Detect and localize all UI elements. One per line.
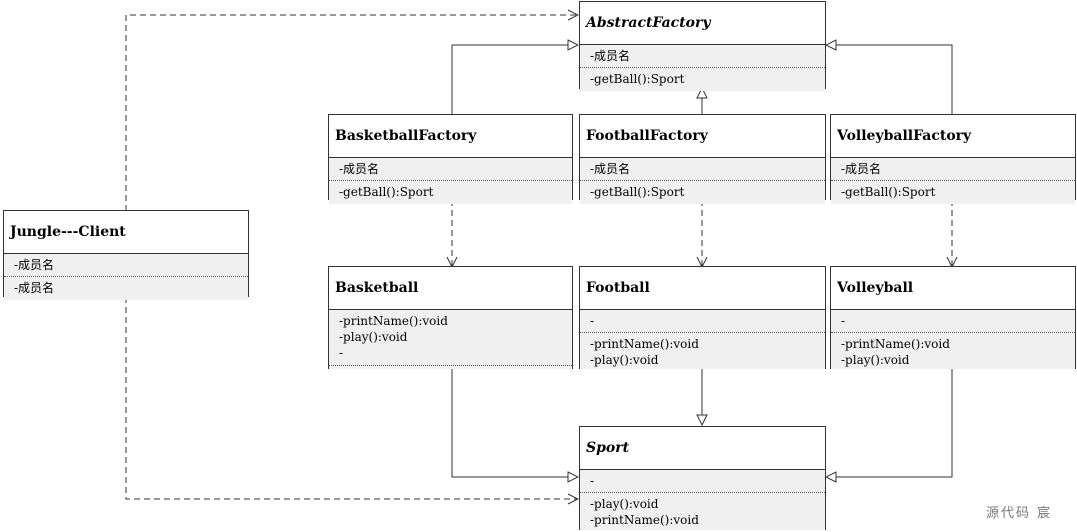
methods-section: -printName():void -play():void xyxy=(580,332,825,372)
class-footballfactory[interactable]: FootballFactory -成员名 -getBall():Sport xyxy=(579,114,826,204)
method: -getBall():Sport xyxy=(841,185,936,199)
class-name: Football xyxy=(580,267,825,310)
class-client[interactable]: Jungle---Client -成员名 -成员名 xyxy=(3,210,249,300)
method: -成员名 xyxy=(14,281,55,295)
methods-section: -getBall():Sport xyxy=(580,67,825,91)
class-name: AbstractFactory xyxy=(580,2,825,45)
methods-section: -play():void -printName():void xyxy=(580,492,825,532)
attributes-section: - xyxy=(580,470,825,492)
method: -getBall():Sport xyxy=(590,185,685,199)
attribute: -printName():void xyxy=(339,314,448,328)
methods-section: -成员名 xyxy=(4,276,248,300)
attributes-section: -printName():void -play():void - xyxy=(329,310,572,366)
attribute: -成员名 xyxy=(841,162,882,176)
methods-section: -getBall():Sport xyxy=(580,180,825,204)
class-body: -成员名 -getBall():Sport xyxy=(329,158,572,204)
class-abstractfactory[interactable]: AbstractFactory -成员名 -getBall():Sport xyxy=(579,1,826,91)
attributes-section: - xyxy=(580,310,825,332)
class-body: -成员名 -getBall():Sport xyxy=(831,158,1075,204)
attribute: -play():void xyxy=(339,330,408,344)
class-name: Sport xyxy=(580,427,825,470)
class-football[interactable]: Football - -printName():void -play():voi… xyxy=(579,266,826,369)
class-body: -成员名 -getBall():Sport xyxy=(580,45,825,91)
method: -printName():void xyxy=(590,337,699,351)
attribute: - xyxy=(590,314,595,328)
edge-client-to-abstractfactory xyxy=(125,15,578,211)
attribute: - xyxy=(841,314,846,328)
class-body: -成员名 -getBall():Sport xyxy=(580,158,825,204)
attribute: -成员名 xyxy=(590,162,631,176)
class-basketballfactory[interactable]: BasketballFactory -成员名 -getBall():Sport xyxy=(328,114,573,204)
edge-basketballfactory-to-abstractfactory xyxy=(451,45,578,115)
attributes-section: - xyxy=(831,310,1075,332)
attributes-section: -成员名 xyxy=(831,158,1075,180)
edge-volleyballfactory-to-abstractfactory xyxy=(826,45,953,115)
class-body: - -printName():void -play():void xyxy=(831,310,1075,369)
attribute: -成员名 xyxy=(339,162,380,176)
method: -play():void xyxy=(841,353,910,367)
methods-section: -getBall():Sport xyxy=(329,180,572,204)
class-name: Volleyball xyxy=(831,267,1075,310)
attributes-section: -成员名 xyxy=(580,158,825,180)
attribute: -成员名 xyxy=(590,49,631,63)
class-name: VolleyballFactory xyxy=(831,115,1075,158)
class-name: FootballFactory xyxy=(580,115,825,158)
method: -play():void xyxy=(590,353,659,367)
attributes-section: -成员名 xyxy=(329,158,572,180)
class-volleyballfactory[interactable]: VolleyballFactory -成员名 -getBall():Sport xyxy=(830,114,1076,204)
attribute: -成员名 xyxy=(14,258,55,272)
class-basketball[interactable]: Basketball -printName():void -play():voi… xyxy=(328,266,573,369)
class-body: - -play():void -printName():void xyxy=(580,470,825,530)
class-body: -printName():void -play():void - xyxy=(329,310,572,369)
class-volleyball[interactable]: Volleyball - -printName():void -play():v… xyxy=(830,266,1076,369)
attribute: - xyxy=(590,474,595,488)
method: -printName():void xyxy=(841,337,950,351)
class-name: BasketballFactory xyxy=(329,115,572,158)
class-sport[interactable]: Sport - -play():void -printName():void xyxy=(579,426,826,530)
attributes-section: -成员名 xyxy=(4,254,248,276)
methods-section: -printName():void -play():void xyxy=(831,332,1075,372)
watermark-text: 源代码 宸 xyxy=(986,506,1053,521)
edge-basketball-to-sport xyxy=(451,369,578,477)
edge-volleyball-to-sport xyxy=(826,369,953,477)
class-name: Jungle---Client xyxy=(4,211,248,254)
class-name: Basketball xyxy=(329,267,572,310)
method: -getBall():Sport xyxy=(590,72,685,86)
methods-section: -getBall():Sport xyxy=(831,180,1075,204)
attributes-section: -成员名 xyxy=(580,45,825,67)
method: -getBall():Sport xyxy=(339,185,434,199)
method: -play():void xyxy=(590,497,659,511)
class-body: - -printName():void -play():void xyxy=(580,310,825,369)
method: -printName():void xyxy=(590,513,699,527)
edge-client-to-sport xyxy=(125,297,578,499)
class-body: -成员名 -成员名 xyxy=(4,254,248,300)
attribute: - xyxy=(339,346,344,360)
